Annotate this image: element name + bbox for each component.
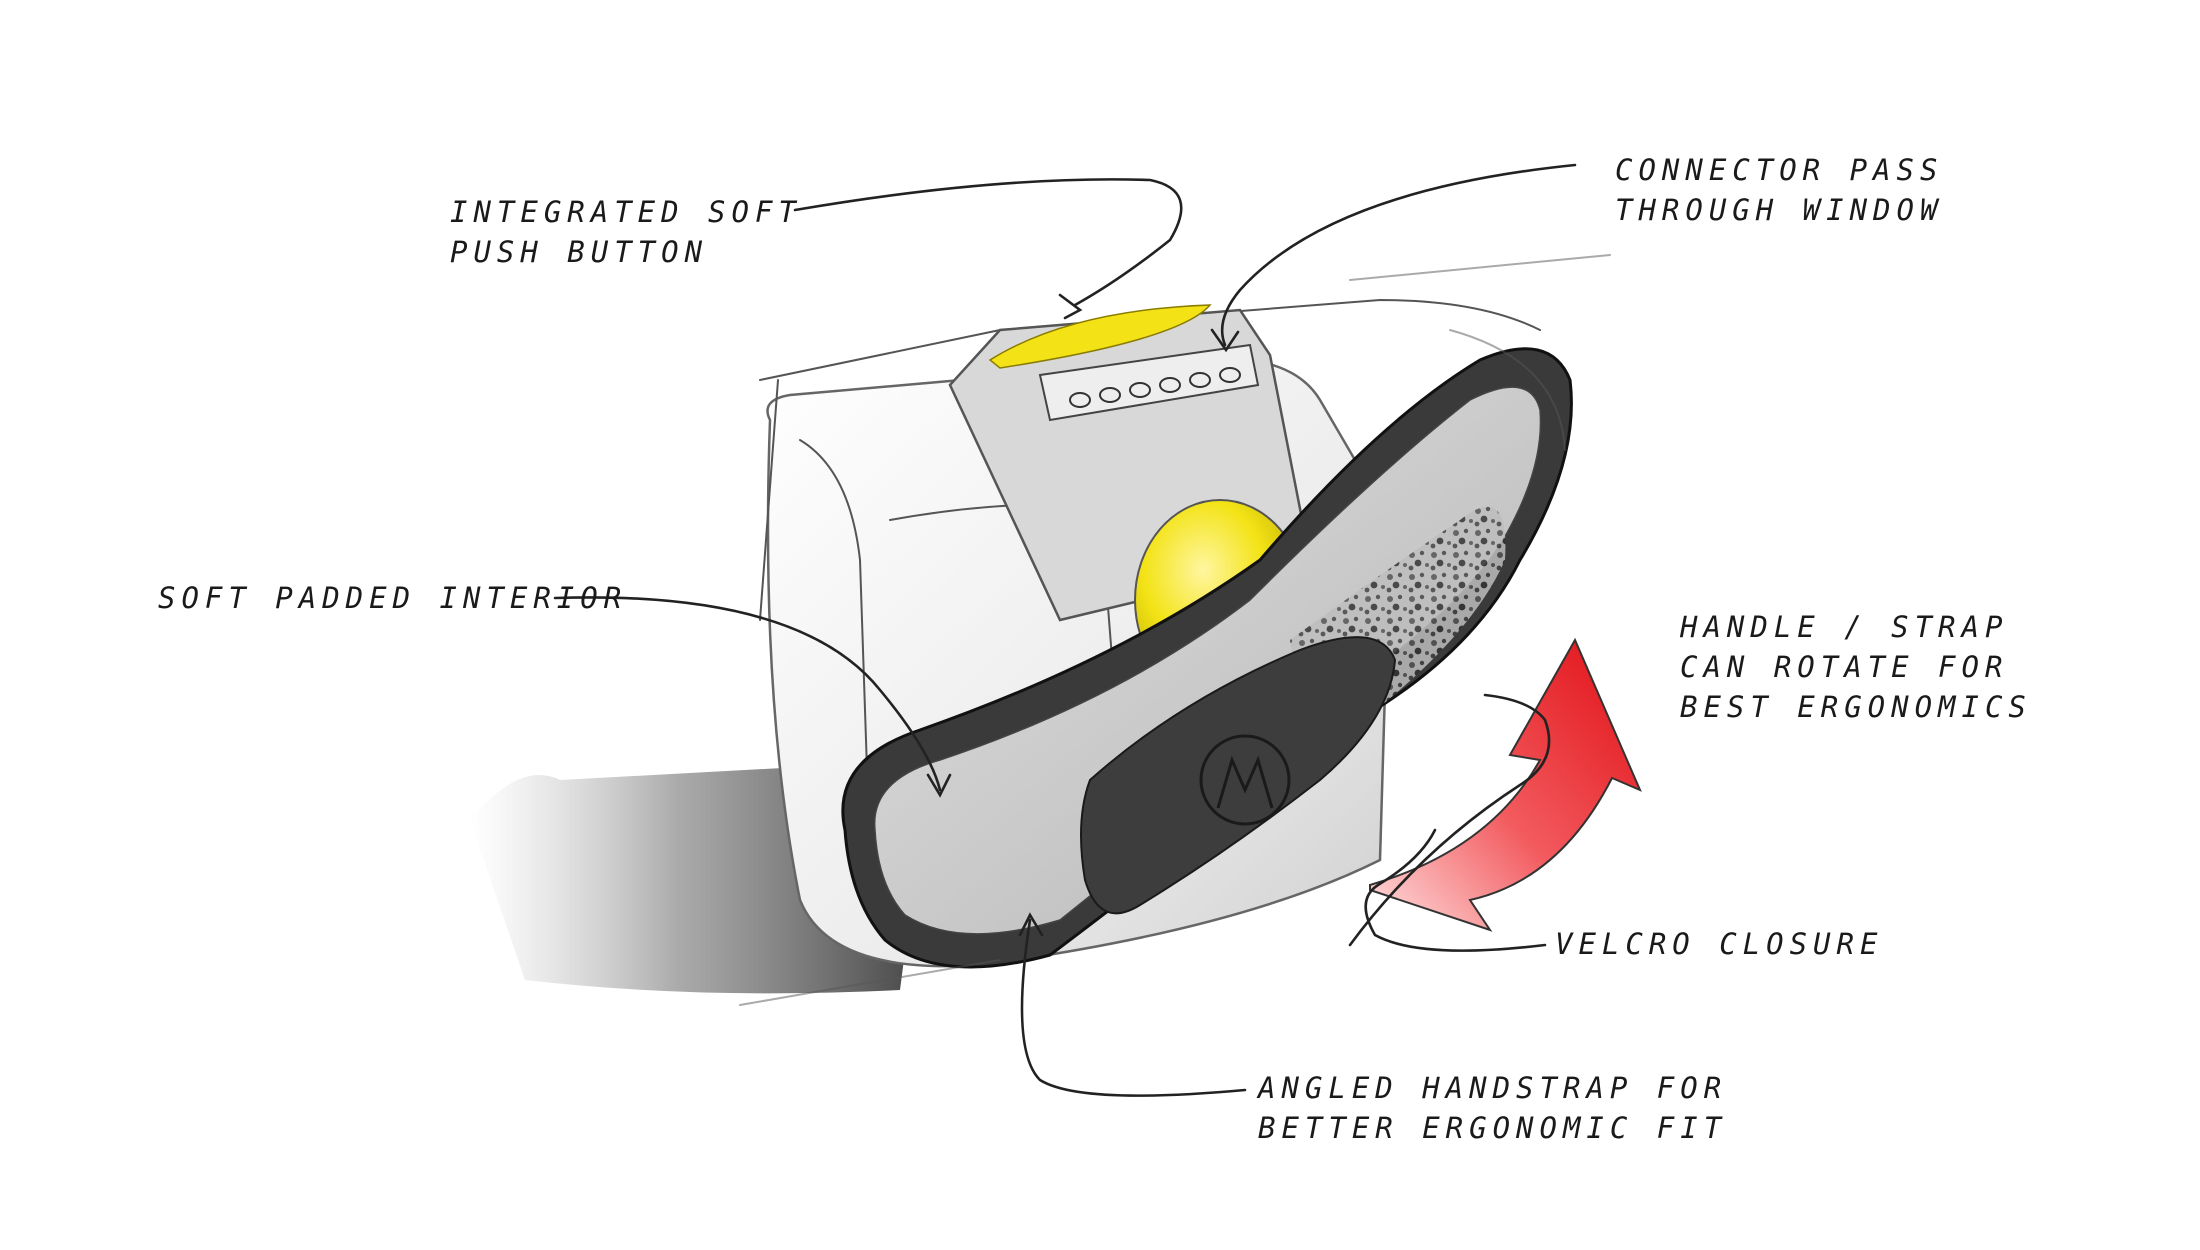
label-padded-interior-line1: SOFT PADDED INTERIOR bbox=[158, 581, 628, 615]
label-handstrap: ANGLED HANDSTRAP FOR BETTER ERGONOMIC FI… bbox=[1258, 1068, 1727, 1148]
leader-push-button bbox=[793, 178, 1183, 307]
label-push-button-line1: INTEGRATED SOFT bbox=[450, 195, 802, 229]
curved-double-arrow-icon bbox=[1369, 637, 1642, 932]
construction-line-right bbox=[1449, 329, 1566, 451]
leader-connector-arrow bbox=[1210, 328, 1240, 353]
label-connector-line1: CONNECTOR PASS bbox=[1615, 153, 1944, 187]
device-left-line bbox=[759, 379, 779, 621]
push-button-top bbox=[988, 304, 1212, 369]
label-connector-line2: THROUGH WINDOW bbox=[1615, 193, 1944, 227]
label-handle-line1: HANDLE / STRAP bbox=[1680, 610, 2009, 644]
device-top-edge bbox=[759, 298, 1541, 381]
construction-line-bottom bbox=[739, 959, 1001, 1006]
leader-padded-interior-arrow bbox=[926, 773, 952, 798]
leader-handle bbox=[1348, 693, 1551, 947]
label-handstrap-line1: ANGLED HANDSTRAP FOR bbox=[1258, 1071, 1728, 1105]
leader-connector bbox=[1220, 163, 1577, 347]
label-handle-rotate: HANDLE / STRAP CAN ROTATE FOR BEST ERGON… bbox=[1680, 607, 2032, 727]
label-handle-line2: CAN ROTATE FOR bbox=[1680, 650, 2009, 684]
leader-handstrap-arrow bbox=[1018, 912, 1044, 937]
leader-push-button-arrow bbox=[1058, 293, 1083, 320]
label-velcro: VELCRO CLOSURE bbox=[1555, 924, 1883, 964]
device-body-edge bbox=[799, 439, 871, 861]
label-velcro-line1: VELCRO CLOSURE bbox=[1555, 927, 1884, 961]
leader-velcro bbox=[1364, 828, 1547, 952]
label-connector-window: CONNECTOR PASS THROUGH WINDOW bbox=[1615, 150, 1943, 230]
leader-padded-interior bbox=[553, 596, 942, 792]
construction-line-top bbox=[1349, 254, 1611, 281]
label-handle-line3: BEST ERGONOMICS bbox=[1680, 690, 2032, 724]
connector-pins bbox=[1069, 367, 1241, 408]
motorola-logo-icon bbox=[1199, 734, 1291, 826]
connector-window bbox=[1038, 343, 1260, 422]
leader-handstrap bbox=[1020, 918, 1247, 1097]
label-padded-interior: SOFT PADDED INTERIOR bbox=[158, 578, 627, 618]
label-push-button: INTEGRATED SOFT PUSH BUTTON bbox=[450, 192, 802, 272]
label-push-button-line2: PUSH BUTTON bbox=[450, 235, 709, 269]
label-handstrap-line2: BETTER ERGONOMIC FIT bbox=[1258, 1111, 1728, 1145]
